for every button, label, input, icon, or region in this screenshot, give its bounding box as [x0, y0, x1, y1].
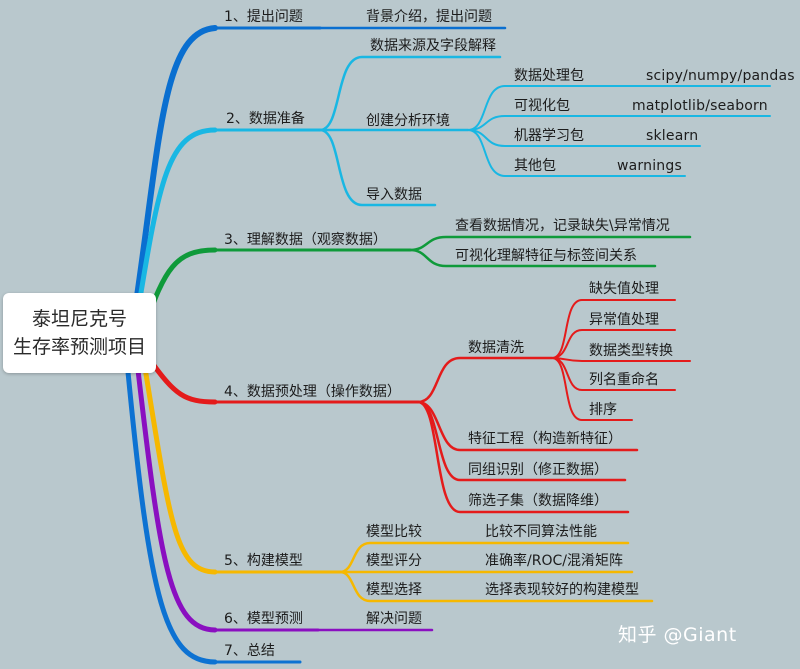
env-2-label[interactable]: 可视化包	[514, 98, 570, 114]
link-4-1	[416, 356, 554, 404]
clean-2[interactable]: 异常值处理	[589, 312, 659, 328]
branch-5-label[interactable]: 5、构建模型	[224, 553, 303, 569]
link-5-3	[338, 570, 654, 603]
branch-4-child-3[interactable]: 同组识别（修正数据）	[468, 462, 608, 478]
branch-3-child-1[interactable]: 查看数据情况，记录缺失\异常情况	[455, 218, 670, 234]
root-title-line1: 泰坦尼克号	[31, 308, 127, 330]
watermark: 知乎 @Giant	[618, 624, 737, 646]
branch-3-label[interactable]: 3、理解数据（观察数据）	[224, 232, 387, 248]
link-clean-2	[551, 329, 676, 359]
trunk-4	[147, 357, 218, 405]
branch-4-child-2[interactable]: 特征工程（构造新特征）	[468, 431, 622, 447]
branch-5-detail-3: 选择表现较好的构建模型	[485, 582, 639, 598]
trunk-1	[129, 25, 218, 333]
root-title-line2: 生存率预测项目	[12, 336, 146, 358]
branch-2-child-2[interactable]: 创建分析环境	[366, 113, 450, 129]
branch-5-detail-2: 准确率/ROC/混淆矩阵	[485, 553, 623, 569]
branch-2-child-1[interactable]: 数据来源及字段解释	[370, 38, 496, 54]
env-3-label[interactable]: 机器学习包	[514, 128, 584, 144]
link-clean-1	[551, 299, 676, 359]
branch-5-child-3[interactable]: 模型选择	[366, 582, 422, 598]
trunk-2	[131, 127, 218, 338]
branch-4-child-1[interactable]: 数据清洗	[468, 340, 524, 356]
env-4-label[interactable]: 其他包	[514, 158, 556, 174]
env-1-label[interactable]: 数据处理包	[514, 68, 584, 84]
branch-7-label[interactable]: 7、总结	[224, 643, 275, 659]
branch-3-child-2[interactable]: 可视化理解特征与标签间关系	[455, 248, 637, 264]
link-clean-5	[551, 357, 633, 421]
clean-3[interactable]: 数据类型转换	[589, 343, 673, 359]
branch-5-connectors	[142, 365, 654, 603]
link-4-4	[416, 400, 630, 514]
branch-6-connectors	[135, 367, 434, 633]
env-3-value: sklearn	[646, 128, 699, 144]
branch-4-child-4[interactable]: 筛选子集（数据降维）	[468, 493, 608, 509]
link-2-1	[318, 55, 502, 132]
trunk-7	[125, 369, 218, 665]
branch-6-child-1[interactable]: 解决问题	[366, 611, 422, 627]
env-2-value: matplotlib/seaborn	[632, 98, 768, 114]
root-node[interactable]: 泰坦尼克号 生存率预测项目	[3, 293, 156, 373]
link-env-1	[467, 85, 771, 131]
branch-4-label[interactable]: 4、数据预处理（操作数据）	[224, 384, 401, 400]
env-1-value: scipy/numpy/pandas	[646, 68, 795, 84]
branch-1-label[interactable]: 1、提出问题	[224, 9, 303, 25]
branch-5-detail-1: 比较不同算法性能	[485, 524, 597, 540]
clean-1[interactable]: 缺失值处理	[589, 281, 659, 297]
branch-5-child-1[interactable]: 模型比较	[366, 524, 422, 540]
trunk-6	[135, 367, 218, 633]
branch-5-child-2[interactable]: 模型评分	[366, 553, 422, 569]
branch-2-connectors	[131, 55, 771, 338]
link-2-3	[318, 128, 437, 207]
clean-5[interactable]: 排序	[589, 402, 617, 418]
branch-1-connectors	[129, 25, 507, 333]
link-3-2	[408, 248, 657, 268]
branch-4-connectors	[147, 299, 691, 514]
clean-4[interactable]: 列名重命名	[589, 372, 659, 388]
branch-2-child-3[interactable]: 导入数据	[366, 187, 422, 203]
branch-7-connectors	[125, 369, 302, 665]
branch-1-child-1[interactable]: 背景介绍，提出问题	[366, 9, 492, 25]
branch-6-label[interactable]: 6、模型预测	[224, 611, 303, 627]
branch-2-label[interactable]: 2、数据准备	[226, 111, 305, 127]
env-4-value: warnings	[617, 158, 682, 174]
link-env-4	[467, 129, 686, 177]
trunk-5	[142, 365, 218, 575]
